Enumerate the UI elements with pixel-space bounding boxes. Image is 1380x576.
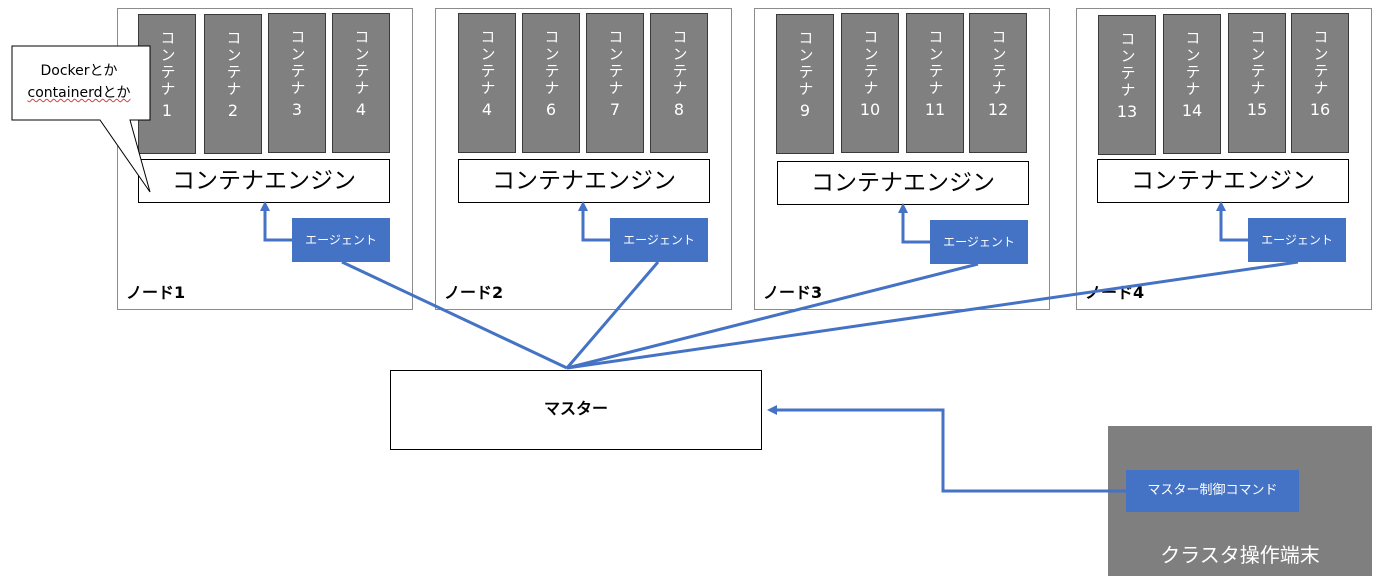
terminal-label: クラスタ操作端末 — [1160, 543, 1320, 567]
agent-box: エージェント — [930, 220, 1028, 264]
master-control-command: マスター制御コマンド — [1126, 470, 1299, 512]
container-engine: コンテナエンジン — [138, 159, 390, 203]
agent-box: エージェント — [292, 218, 390, 262]
node-label: ノード4 — [1085, 283, 1145, 302]
command-master-arrow — [767, 405, 1126, 493]
callout-line-1: Dockerとか — [40, 63, 118, 79]
node-label: ノード2 — [444, 283, 504, 302]
node-label: ノード3 — [763, 283, 823, 302]
node-label: ノード1 — [126, 283, 186, 302]
container-engine: コンテナエンジン — [458, 159, 710, 203]
callout-text: Dockerとか containerdとか — [14, 60, 144, 104]
container-engine: コンテナエンジン — [1097, 159, 1349, 203]
master-box: マスター — [390, 370, 762, 450]
callout-line-2: containerdとか — [27, 85, 131, 101]
agent-box: エージェント — [610, 218, 708, 262]
container-engine: コンテナエンジン — [777, 161, 1029, 205]
agent-box: エージェント — [1248, 218, 1346, 262]
